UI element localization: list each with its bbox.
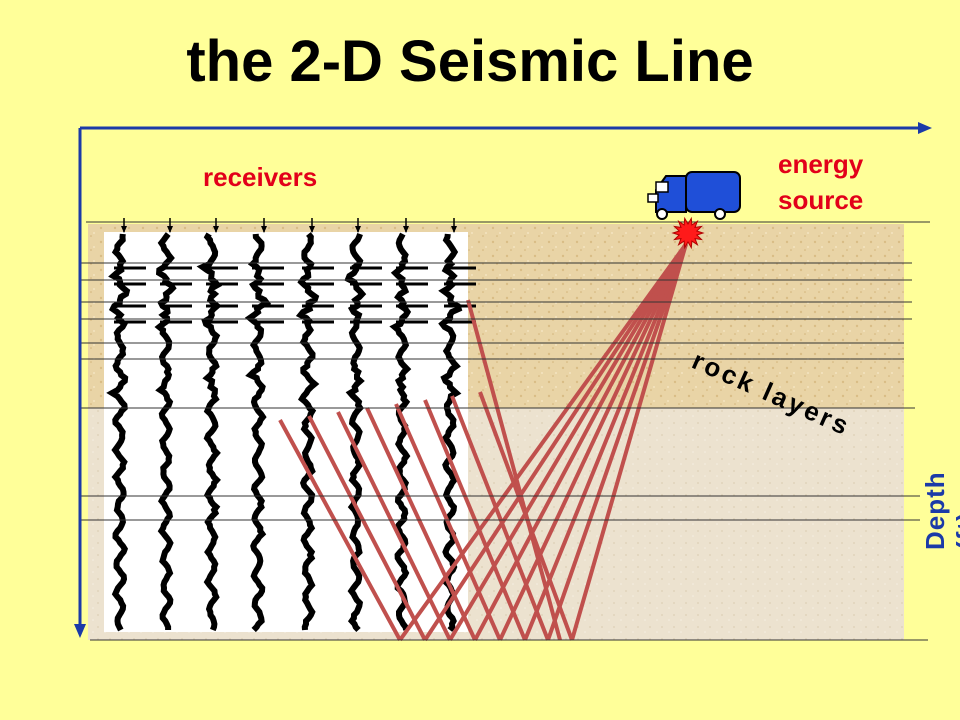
depth-axis-arrow-icon [74,624,86,638]
receiver-arrowhead-icon [451,226,457,233]
depth-axis-label: Depth (ft) [920,471,960,550]
seismic-trace [295,232,320,631]
receiver-arrowhead-icon [403,226,409,233]
receiver-arrowhead-icon [121,226,127,233]
energy-source-label: energy source [778,146,863,218]
truck-icon [647,171,741,220]
seismic-trace [196,232,223,632]
slide-title: the 2-D Seismic Line [186,29,754,94]
x-axis-arrow-icon [918,122,932,134]
receiver-markers [121,218,457,233]
ray-up [336,411,452,641]
seismic-trace [344,232,367,633]
receiver-arrowhead-icon [261,226,267,233]
ray-down [448,242,688,642]
ray-up [365,407,477,641]
receiver-arrowhead-icon [355,226,361,233]
ray-down [546,243,688,641]
ray-down [570,243,688,641]
ray-up [450,395,550,641]
axes [74,122,932,638]
ray-down [398,242,688,642]
receiver-arrowhead-icon [213,226,219,233]
ray-up [307,415,427,641]
ray-up [394,403,502,641]
ray-down [523,243,688,641]
ray-up [278,419,402,641]
seismic-rays [278,242,688,642]
seismic-trace [154,232,177,630]
ray-down [498,243,688,641]
receiver-arrowhead-icon [309,226,315,233]
receivers-label: receivers [203,162,318,192]
seismic-trace [389,232,412,631]
ray-direct [466,299,562,641]
energy-source-line-2: source [778,185,864,215]
ray-down [423,242,688,642]
seismic-trace [106,233,131,632]
energy-source-line-1: energy [778,149,864,179]
seismic-trace [244,233,272,633]
explosion-icon [671,216,705,250]
layer-boundary-lines [80,221,930,641]
receiver-arrowhead-icon [167,226,173,233]
ray-down [473,243,688,641]
